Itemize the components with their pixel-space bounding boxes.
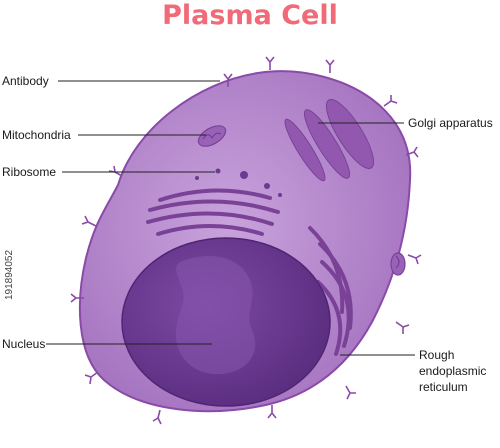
antibody-icon [395,321,410,334]
nucleus [121,237,331,407]
antibody-markers [70,56,422,425]
antibody-icon [345,385,356,400]
label-antibody: Antibody [2,74,49,88]
antibody-icon [265,56,275,70]
ribosomes [195,168,282,197]
leader-lines [46,80,415,356]
golgi-apparatus [284,98,375,182]
antibody-icon [152,409,162,425]
antibody-icon [325,59,335,73]
label-ribosome: Ribosome [2,165,57,179]
rough-endoplasmic-reticulum-side [308,226,353,356]
antibody-icon [108,165,123,177]
mitochondrion [390,252,406,276]
diagram-title: Plasma Cell [162,0,338,31]
antibody-icon [70,293,84,303]
label-nucleus: Nucleus [2,337,46,351]
mitochondrion [197,125,227,147]
antibody-icon [81,215,97,227]
label-mitochondria: Mitochondria [2,128,71,142]
rough-endoplasmic-reticulum [146,188,280,236]
stock-id-watermark: 191894052 [4,249,15,300]
label-rough-er-line1: Rough [419,348,455,362]
label-rough-er-line3: reticulum [419,380,468,394]
antibody-icon [383,95,398,107]
label-rough-er-line2: endoplasmic [419,364,487,378]
antibody-icon [84,371,99,385]
label-golgi-apparatus: Golgi apparatus [408,116,493,130]
antibody-icon [223,73,233,87]
antibody-icon [267,405,277,419]
antibody-icon [407,254,422,265]
antibody-icon [405,146,419,158]
